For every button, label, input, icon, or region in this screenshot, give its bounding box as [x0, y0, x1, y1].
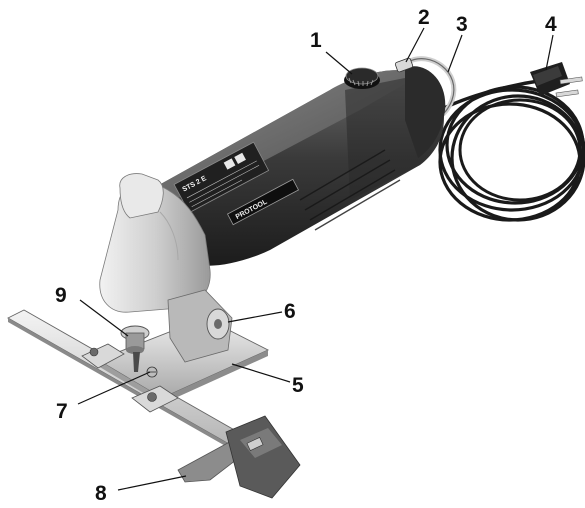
callout-labels: 1 2 3 4 6 5 9 7 8 — [55, 6, 557, 505]
leader-8 — [117, 475, 187, 491]
rating-plate: STS 2 E — [173, 141, 270, 214]
callout-label-2: 2 — [418, 6, 430, 29]
leader-2 — [405, 27, 425, 63]
leader-5 — [231, 363, 291, 383]
callout-label-3: 3 — [456, 13, 468, 36]
callout-label-7: 7 — [56, 400, 68, 423]
leader-6 — [227, 311, 283, 323]
callout-label-9: 9 — [55, 284, 67, 307]
leader-9 — [79, 299, 129, 337]
gear-head — [99, 173, 211, 313]
leader-3 — [447, 34, 463, 73]
callout-label-5: 5 — [292, 374, 304, 397]
lower-housing — [167, 289, 233, 363]
leader-7 — [77, 371, 151, 405]
speed-dial — [344, 67, 380, 89]
power-cord — [438, 78, 585, 222]
callout-label-6: 6 — [284, 300, 296, 323]
grip-ribs — [299, 149, 401, 231]
guide-clamp-rear — [131, 385, 179, 413]
leader-1 — [325, 51, 353, 75]
callout-label-1: 1 — [310, 29, 322, 52]
callout-label-4: 4 — [545, 13, 557, 36]
plug — [530, 62, 583, 98]
guide-clamp-front — [81, 343, 125, 369]
blade-clamp — [120, 325, 150, 372]
callout-label-8: 8 — [95, 482, 107, 505]
guide-screw — [146, 366, 158, 378]
leader-lines — [77, 27, 554, 491]
leader-4 — [545, 34, 554, 71]
